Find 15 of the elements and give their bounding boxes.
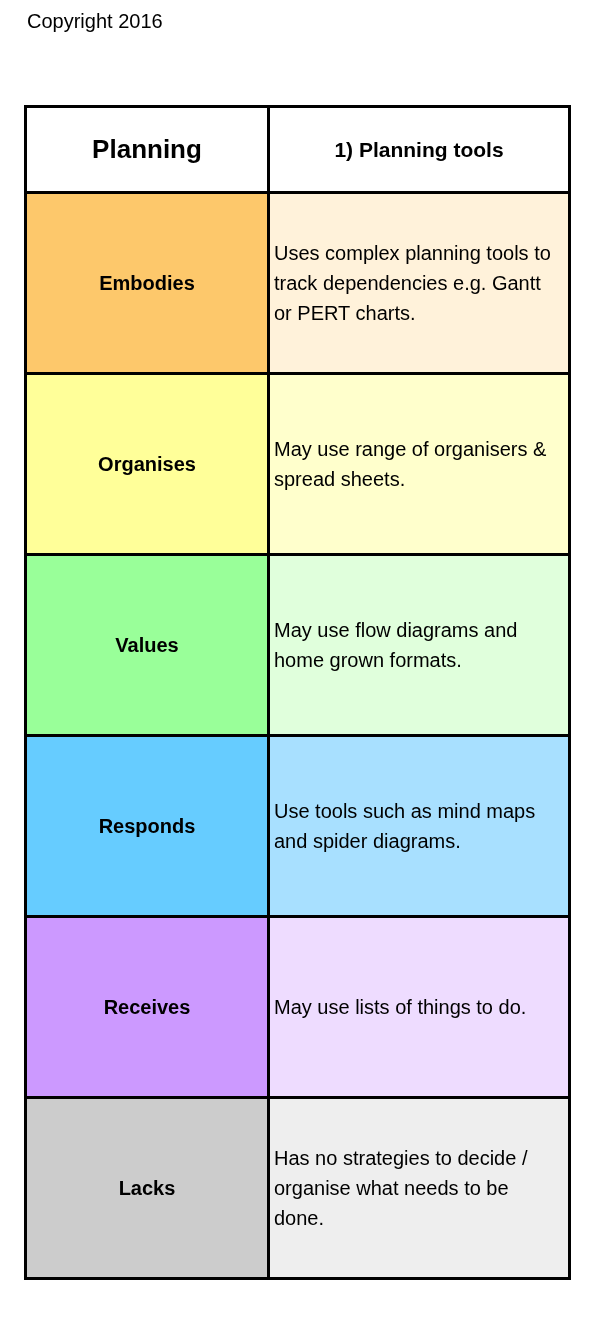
description-text: Uses complex planning tools to track dependencies e.g. Gantt or PERT charts. <box>268 192 570 374</box>
description-text: Has no strategies to decide / organise what needs to be done. <box>268 1097 570 1279</box>
column-header: 1) Planning tools <box>268 106 570 193</box>
level-name: Organises <box>25 373 269 555</box>
level-name: Values <box>25 554 269 736</box>
level-name: Responds <box>25 735 269 917</box>
level-name: Lacks <box>25 1097 269 1279</box>
level-name: Embodies <box>25 192 269 374</box>
description-text: May use flow diagrams and home grown formats. <box>268 554 570 736</box>
level-name: Receives <box>25 916 269 1098</box>
description-text: May use range of organisers & spread sheets. <box>268 373 570 555</box>
description-text: May use lists of things to do. <box>268 916 570 1098</box>
column-header: Planning <box>25 106 269 193</box>
copyright-note: Copyright 2016 <box>27 10 163 33</box>
description-text: Use tools such as mind maps and spider diagrams. <box>268 735 570 917</box>
